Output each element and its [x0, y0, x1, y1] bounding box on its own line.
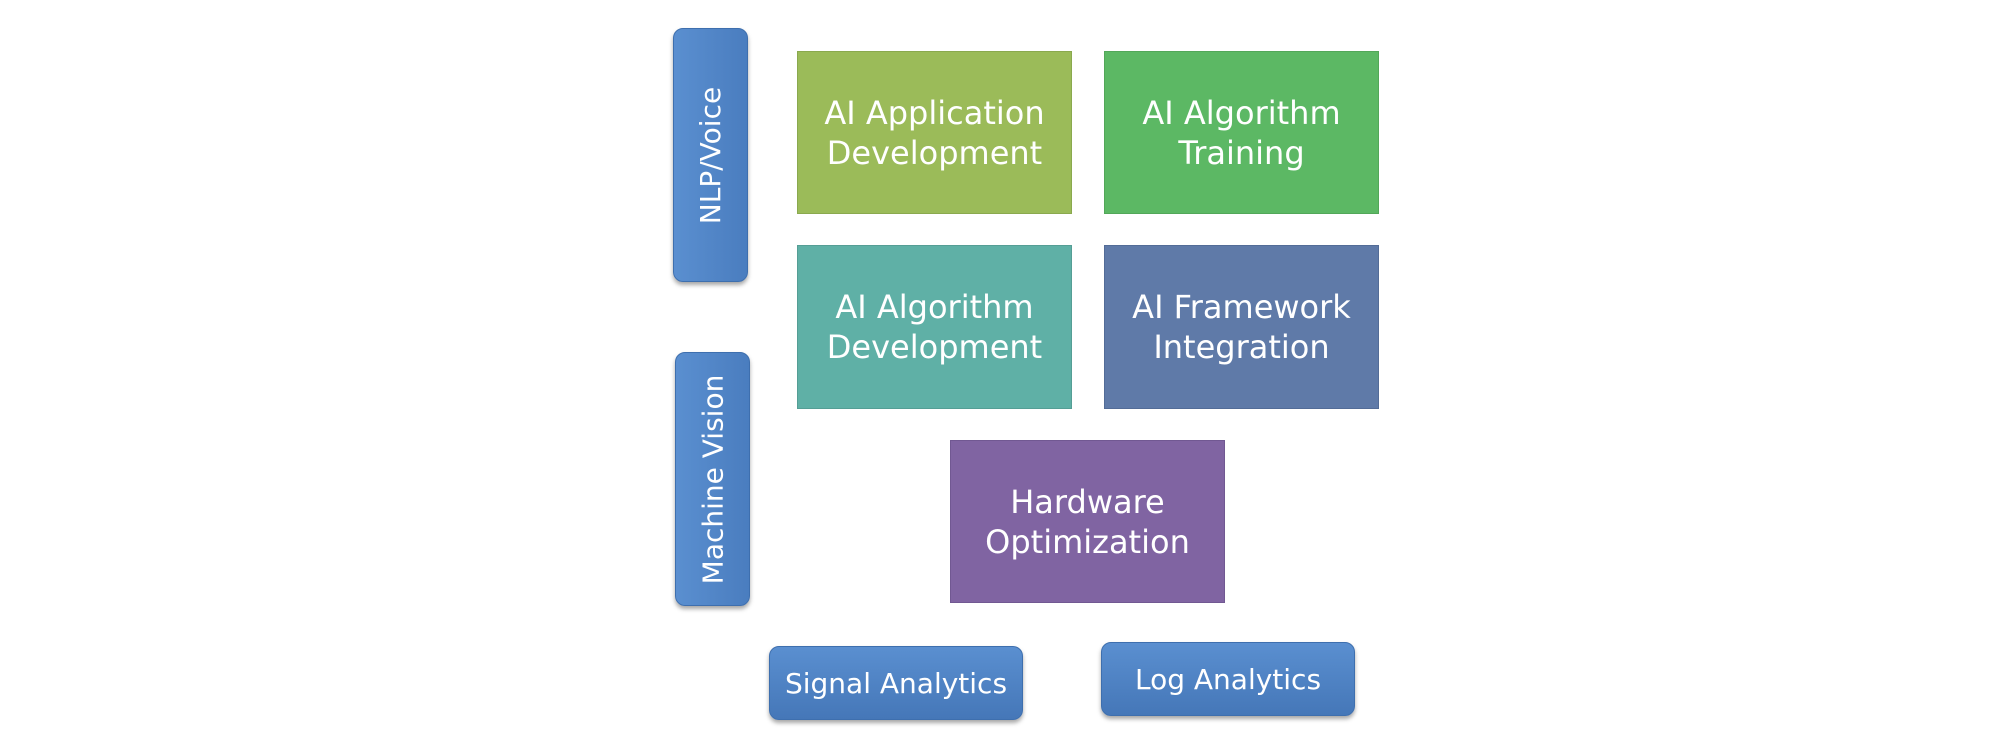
ai-framework-integration-label: AI Framework Integration: [1132, 288, 1351, 366]
machine-vision-label: Machine Vision: [696, 374, 730, 584]
nlp-voice-pill: NLP/Voice: [673, 28, 748, 282]
machine-vision-pill: Machine Vision: [675, 352, 750, 606]
ai-algorithm-development-label: AI Algorithm Development: [826, 288, 1043, 366]
ai-algorithm-training-label: AI Algorithm Training: [1142, 93, 1341, 172]
nlp-voice-label: NLP/Voice: [694, 86, 727, 224]
hardware-optimization-label: Hardware Optimization: [985, 482, 1190, 561]
ai-application-development-label: AI Application Development: [824, 93, 1045, 172]
ai-framework-integration-tile: AI Framework Integration: [1104, 245, 1379, 409]
log-analytics-label: Log Analytics: [1134, 662, 1322, 696]
log-analytics-pill: Log Analytics: [1101, 642, 1355, 716]
signal-analytics-pill: Signal Analytics: [769, 646, 1023, 720]
signal-analytics-label: Signal Analytics: [784, 666, 1008, 700]
ai-algorithm-development-tile: AI Algorithm Development: [797, 245, 1072, 409]
ai-application-development-tile: AI Application Development: [797, 51, 1072, 214]
hardware-optimization-tile: Hardware Optimization: [950, 440, 1225, 603]
ai-algorithm-training-tile: AI Algorithm Training: [1104, 51, 1379, 214]
